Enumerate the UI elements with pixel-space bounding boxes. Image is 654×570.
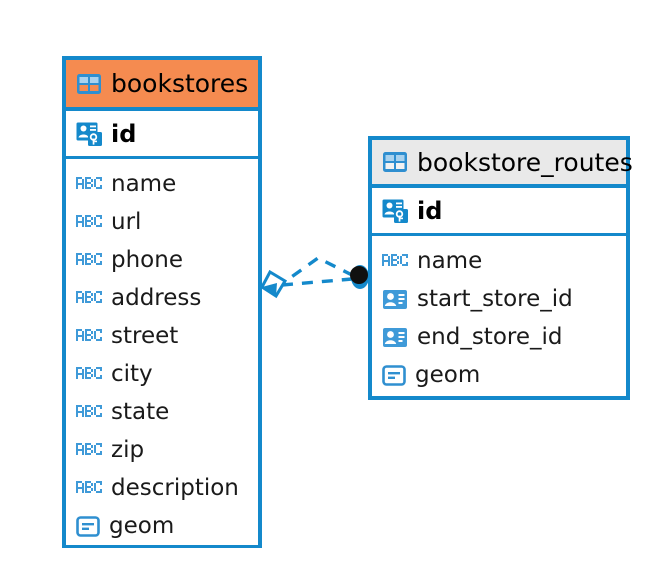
- field-label: name: [417, 247, 483, 274]
- field-row-start-store-id[interactable]: start_store_id: [372, 280, 626, 318]
- foreign-key-icon: [382, 327, 408, 348]
- relationship-line-lower: [281, 277, 353, 287]
- field-row-street[interactable]: street: [66, 317, 258, 355]
- filled-circle-marker: [350, 265, 369, 289]
- geometry-icon: [382, 364, 406, 386]
- field-row-description[interactable]: description: [66, 469, 258, 507]
- field-label: geom: [109, 512, 175, 539]
- entity-header-bookstore-routes[interactable]: bookstore_routes: [372, 140, 633, 188]
- field-row-name[interactable]: name: [66, 165, 258, 203]
- field-label: state: [111, 398, 170, 425]
- field-label: start_store_id: [417, 285, 573, 312]
- table-grid-icon: [76, 73, 102, 95]
- abc-text-icon: [76, 329, 102, 343]
- field-label: id: [417, 196, 443, 225]
- field-row-zip[interactable]: zip: [66, 431, 258, 469]
- field-row-end-store-id[interactable]: end_store_id: [372, 318, 626, 356]
- abc-text-icon: [76, 443, 102, 457]
- primary-key-icon: [382, 199, 408, 223]
- field-row-phone[interactable]: phone: [66, 241, 258, 279]
- field-row-geom[interactable]: geom: [372, 356, 626, 394]
- abc-text-icon: [382, 254, 408, 268]
- abc-text-icon: [76, 253, 102, 267]
- field-row-name[interactable]: name: [372, 242, 626, 280]
- field-list-bookstores: name: [66, 159, 258, 549]
- table-grid-icon: [382, 151, 408, 173]
- abc-text-icon: [76, 405, 102, 419]
- field-row-address[interactable]: address: [66, 279, 258, 317]
- abc-text-icon: [76, 215, 102, 229]
- field-list-bookstore-routes: name start_store_id: [372, 236, 626, 398]
- field-label: id: [111, 119, 137, 148]
- field-label: end_store_id: [417, 323, 563, 350]
- entity-title: bookstores: [111, 69, 249, 98]
- entity-table-bookstore-routes[interactable]: bookstore_routes id: [368, 136, 633, 400]
- field-label: description: [111, 474, 239, 501]
- field-label: address: [111, 284, 202, 311]
- field-label: city: [111, 360, 153, 387]
- field-label: phone: [111, 246, 183, 273]
- field-row-geom[interactable]: geom: [66, 507, 258, 545]
- abc-text-icon: [76, 481, 102, 495]
- field-label: street: [111, 322, 179, 349]
- diamond-marker: [260, 269, 288, 299]
- field-row-state[interactable]: state: [66, 393, 258, 431]
- entity-table-bookstores[interactable]: bookstores id: [62, 56, 262, 548]
- field-label: name: [111, 170, 177, 197]
- abc-text-icon: [76, 367, 102, 381]
- field-row-primary-key[interactable]: id: [66, 111, 258, 159]
- relationship-line-upper: [275, 256, 357, 290]
- foreign-key-icon: [382, 289, 408, 310]
- field-label: url: [111, 208, 142, 235]
- geometry-icon: [76, 515, 100, 537]
- abc-text-icon: [76, 291, 102, 305]
- field-row-url[interactable]: url: [66, 203, 258, 241]
- field-label: geom: [415, 361, 481, 388]
- abc-text-icon: [76, 177, 102, 191]
- entity-header-bookstores[interactable]: bookstores: [66, 60, 258, 111]
- field-label: zip: [111, 436, 145, 463]
- entity-title: bookstore_routes: [417, 147, 633, 177]
- field-row-city[interactable]: city: [66, 355, 258, 393]
- field-row-primary-key[interactable]: id: [372, 188, 626, 236]
- primary-key-icon: [76, 122, 102, 146]
